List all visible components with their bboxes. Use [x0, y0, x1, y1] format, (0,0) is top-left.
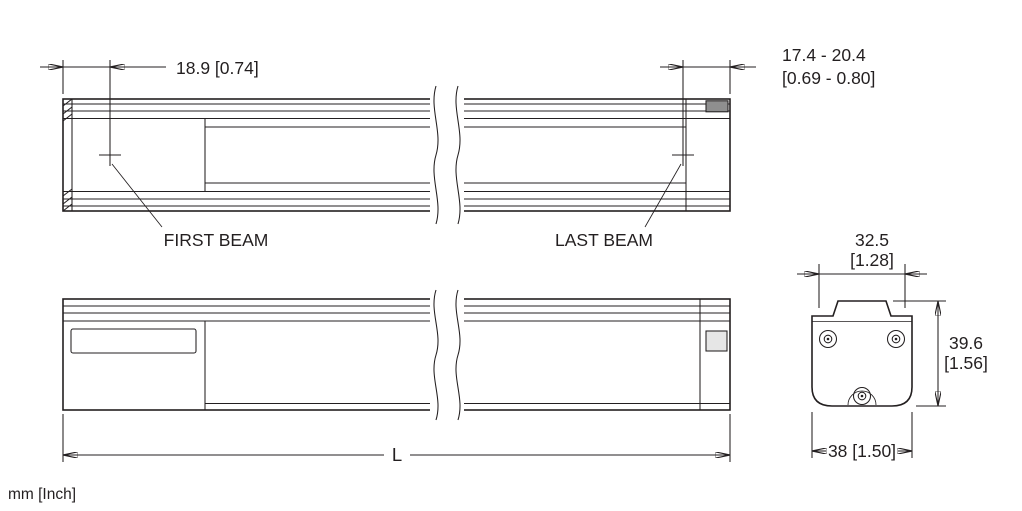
hatch-line	[62, 188, 73, 197]
screw-outer	[852, 386, 872, 406]
first-beam-label: FIRST BEAM	[164, 230, 269, 250]
dim-last-beam-text-inch: [0.69 - 0.80]	[782, 68, 875, 88]
dim-length: L	[62, 414, 731, 465]
top-view-housing-outline	[62, 98, 731, 212]
break-mask	[430, 84, 464, 226]
side-view-housing-outline	[62, 298, 731, 411]
hatch-line	[62, 106, 73, 115]
break-curve	[455, 85, 461, 225]
end-view-bottom-boss	[847, 390, 877, 406]
hatch-line	[62, 203, 73, 212]
side-view	[62, 298, 731, 411]
dim-first-beam: 18.9 [0.74]	[40, 58, 259, 144]
screw-bottom-center	[852, 386, 872, 406]
screw-outer	[886, 329, 906, 349]
dim-top-width-inch: [1.28]	[850, 250, 894, 270]
end-view-body-outline	[811, 300, 913, 407]
screw-inner	[823, 334, 833, 344]
dim-length-text: L	[392, 444, 402, 465]
dim-bottom-width: 38 [1.50]	[811, 412, 913, 461]
top-view-profile-lines	[63, 99, 730, 211]
dim-top-width: 32.5 [1.28]	[797, 230, 927, 308]
screw-top-left	[818, 329, 838, 349]
leader-line	[111, 163, 163, 228]
dim-last-beam: 17.4 - 20.4 [0.69 - 0.80]	[660, 45, 875, 144]
end-view	[811, 300, 913, 407]
side-view-profile-lines	[63, 299, 730, 410]
break-curve	[455, 289, 461, 421]
hatch-line	[62, 196, 73, 205]
screw-outer	[818, 329, 838, 349]
side-view-break-lines	[430, 288, 464, 422]
screw-center	[826, 337, 830, 341]
dim-bottom-width-text: 38 [1.50]	[828, 441, 896, 461]
dim-height: 39.6 [1.56]	[893, 300, 988, 407]
dim-last-beam-text-mm: 17.4 - 20.4	[782, 45, 866, 65]
break-curve	[433, 289, 439, 421]
last-beam-cross	[672, 144, 694, 166]
dim-first-beam-text: 18.9 [0.74]	[176, 58, 259, 78]
break-mask	[430, 288, 464, 422]
screw-center	[894, 337, 898, 341]
leader-line	[644, 163, 682, 228]
last-beam-label: LAST BEAM	[555, 230, 653, 250]
screw-inner	[857, 391, 867, 401]
break-curve	[433, 85, 439, 225]
hatch-line	[62, 98, 73, 107]
beam-labels: FIRST BEAM LAST BEAM	[111, 163, 682, 250]
top-view-end-hatch	[62, 98, 73, 212]
first-beam-cross	[99, 144, 121, 166]
screw-inner	[891, 334, 901, 344]
screw-top-right	[886, 329, 906, 349]
dim-top-width-mm: 32.5	[855, 230, 889, 250]
dim-height-inch: [1.56]	[944, 353, 988, 373]
dim-height-mm: 39.6	[949, 333, 983, 353]
side-view-label-plate	[70, 328, 197, 354]
top-view	[62, 98, 731, 212]
units-note: mm [Inch]	[8, 486, 76, 503]
side-view-indicator-window	[705, 330, 728, 352]
hatch-line	[62, 113, 73, 122]
screw-center	[860, 394, 864, 398]
top-view-indicator-window	[705, 100, 729, 113]
top-view-break-lines	[430, 84, 464, 226]
